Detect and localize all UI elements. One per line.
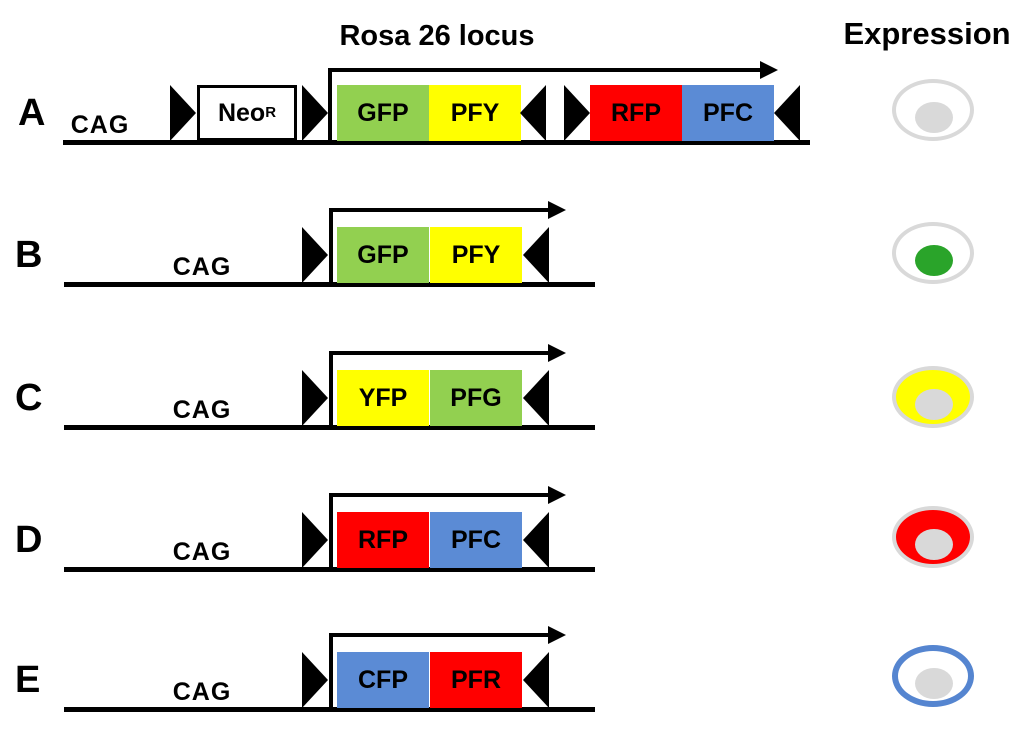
- transcription-arrow-shaft: [329, 208, 550, 212]
- loxp-triangle-right: [302, 370, 328, 426]
- row-label-D: D: [15, 519, 43, 561]
- transcription-arrow-shaft: [329, 493, 550, 497]
- neo-label: Neo: [217, 98, 266, 127]
- loxp-triangle-right: [302, 227, 328, 283]
- transcription-arrow-stem: [329, 493, 333, 570]
- transcription-arrow-stem: [328, 68, 332, 143]
- dna-line: [63, 140, 810, 145]
- gene-box-yfp: YFP: [337, 370, 429, 426]
- gene-box-rfp: RFP: [590, 85, 682, 141]
- gene-box-pfc: PFC: [682, 85, 774, 141]
- row-label-E: E: [15, 659, 41, 701]
- transcription-arrow-stem: [329, 208, 333, 285]
- loxp-triangle-right: [302, 512, 328, 568]
- loxp-triangle-right: [170, 85, 196, 141]
- expression-cell-a: [892, 79, 974, 141]
- transcription-arrow-shaft: [328, 68, 762, 72]
- cell-nucleus: [915, 528, 953, 560]
- cag-promoter-label: CAG: [70, 111, 130, 139]
- loxp-triangle-right: [302, 652, 328, 708]
- row-label-C: C: [15, 377, 43, 419]
- gene-box-gfp: GFP: [337, 227, 429, 283]
- loxp-triangle-left: [520, 85, 546, 141]
- loxp-triangle-left: [523, 652, 549, 708]
- cag-promoter-label: CAG: [172, 253, 232, 281]
- expression-cell-e: [892, 645, 974, 707]
- transcription-arrow-stem: [329, 633, 333, 710]
- expression-title: Expression: [843, 16, 1011, 51]
- gene-box-cfp: CFP: [337, 652, 429, 708]
- gene-box-pfr: PFR: [430, 652, 522, 708]
- transcription-arrow-head: [760, 61, 778, 79]
- row-label-A: A: [18, 92, 46, 134]
- cag-promoter-label: CAG: [172, 678, 232, 706]
- expression-cell-b: [892, 222, 974, 284]
- transcription-arrow-head: [548, 201, 566, 219]
- transcription-arrow-shaft: [329, 633, 550, 637]
- loxp-triangle-left: [774, 85, 800, 141]
- neo-superscript: R: [265, 104, 277, 121]
- cell-nucleus: [915, 244, 953, 276]
- transcription-arrow-head: [548, 344, 566, 362]
- loxp-triangle-right: [302, 85, 328, 141]
- expression-cell-c: [892, 366, 974, 428]
- transcription-arrow-stem: [329, 351, 333, 428]
- cell-nucleus: [915, 101, 953, 133]
- gene-box-gfp: GFP: [337, 85, 429, 141]
- gene-box-rfp: RFP: [337, 512, 429, 568]
- loxp-triangle-left: [523, 370, 549, 426]
- gene-box-pfy: PFY: [430, 227, 522, 283]
- loxp-triangle-left: [523, 227, 549, 283]
- gene-box-pfg: PFG: [430, 370, 522, 426]
- cag-promoter-label: CAG: [172, 396, 232, 424]
- expression-cell-d: [892, 506, 974, 568]
- gene-box-pfy: PFY: [429, 85, 521, 141]
- loxp-triangle-right: [564, 85, 590, 141]
- loxp-triangle-left: [523, 512, 549, 568]
- cag-promoter-label: CAG: [172, 538, 232, 566]
- transcription-arrow-head: [548, 626, 566, 644]
- cell-nucleus: [915, 667, 953, 699]
- transcription-arrow-head: [548, 486, 566, 504]
- row-label-B: B: [15, 234, 43, 276]
- rosa26-locus-title: Rosa 26 locus: [339, 20, 535, 52]
- cell-nucleus: [915, 388, 953, 420]
- transcription-arrow-shaft: [329, 351, 550, 355]
- gene-box-pfc: PFC: [430, 512, 522, 568]
